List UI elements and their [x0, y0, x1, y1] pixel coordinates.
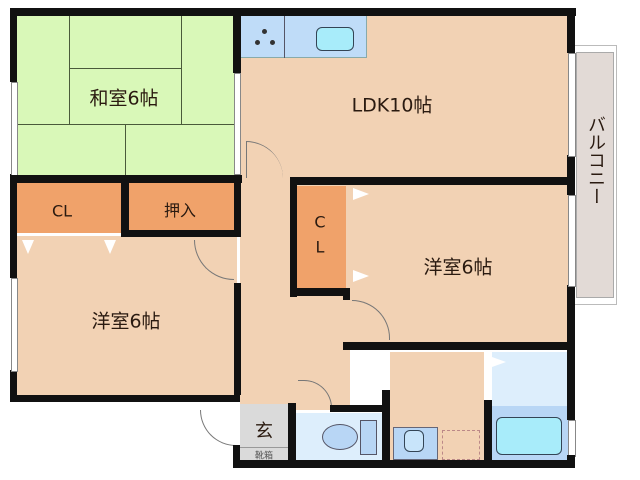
- balcony: [576, 52, 614, 298]
- oshiire: [129, 183, 234, 230]
- tatami-seam: [69, 15, 70, 125]
- washbasin-bowl-icon: [404, 430, 424, 452]
- closet-door-icon: [104, 240, 116, 254]
- toilet-bowl-icon: [322, 424, 358, 450]
- wall-cl-center-left: [290, 177, 297, 297]
- wall-bottom: [233, 460, 575, 468]
- wall-left: [10, 370, 17, 400]
- stove-burner-icon: [270, 40, 275, 45]
- youshitsu-right-room: [350, 185, 570, 343]
- wall-toilet-top: [330, 405, 390, 412]
- stove-burner-icon: [255, 40, 260, 45]
- tatami-seam: [125, 124, 126, 178]
- closet-door-icon: [353, 188, 369, 200]
- entry-door-swing-icon: [200, 410, 236, 446]
- wall-top: [10, 8, 255, 16]
- shoe-box-divider: [240, 447, 288, 448]
- window: [11, 82, 18, 176]
- wall-ldk-bottom: [290, 177, 575, 185]
- wall-toilet-left: [288, 403, 296, 461]
- closet-door-icon: [353, 270, 369, 282]
- door-icon: [492, 357, 506, 367]
- wall-left: [10, 8, 17, 82]
- tatami-seam: [15, 124, 237, 125]
- wall-top: [240, 8, 576, 16]
- wall-washitsu-right: [233, 8, 241, 73]
- wall-cl-divider: [121, 175, 129, 235]
- wall-right: [567, 155, 575, 195]
- shoe-box-label: 靴箱: [254, 451, 274, 462]
- closet-center-label-c: C: [314, 212, 326, 232]
- wall-hall-left: [234, 283, 241, 395]
- bath-window: [568, 420, 576, 457]
- washer-space: [442, 430, 480, 460]
- wall-youshitsu-bottom: [343, 342, 575, 350]
- washitsu-room: [15, 15, 237, 178]
- closet-center: [296, 186, 346, 290]
- wall-left-lower: [10, 214, 17, 278]
- youshitsu-right-label: 洋室6帖: [423, 256, 493, 279]
- wall-bottom-left: [10, 395, 240, 402]
- oshiire-label: 押入: [163, 201, 197, 220]
- youshitsu-left-room: [15, 236, 237, 396]
- stove-divider: [284, 15, 285, 58]
- wall-genkan-left: [233, 445, 240, 465]
- youshitsu-left-label: 洋室6帖: [91, 310, 161, 333]
- wall-hall-left: [234, 175, 241, 237]
- tatami-seam: [181, 15, 182, 125]
- sliding-door: [234, 73, 241, 175]
- genkan: [240, 404, 288, 461]
- wall-left: [10, 174, 17, 214]
- genkan-label: 玄: [255, 421, 273, 442]
- stove-burner-icon: [262, 29, 267, 34]
- wall-washroom-left: [382, 390, 390, 460]
- sink-icon: [316, 27, 354, 51]
- closet-left: [15, 183, 121, 233]
- closet-center-label-l: L: [315, 237, 325, 257]
- wall-right: [567, 8, 575, 53]
- washitsu-label: 和室6帖: [89, 87, 159, 110]
- ldk-label: LDK10帖: [351, 94, 433, 117]
- wall-cl-center-bottom: [290, 288, 350, 296]
- tatami-seam: [69, 68, 181, 69]
- wall-bath-left: [484, 400, 492, 460]
- wall-oshiire-bottom: [121, 230, 241, 237]
- wall-youshitsu-right-left: [343, 288, 350, 300]
- wall-right: [567, 455, 575, 468]
- wall-right: [567, 285, 575, 420]
- balcony-window: [568, 53, 576, 157]
- toilet-tank-icon: [360, 420, 377, 455]
- closet-door-icon: [22, 240, 34, 254]
- window: [11, 278, 18, 372]
- balcony-window: [568, 195, 576, 287]
- bathtub-icon: [496, 417, 562, 455]
- balcony-label: バルコニー: [585, 115, 606, 205]
- closet-left-label: CL: [51, 201, 73, 221]
